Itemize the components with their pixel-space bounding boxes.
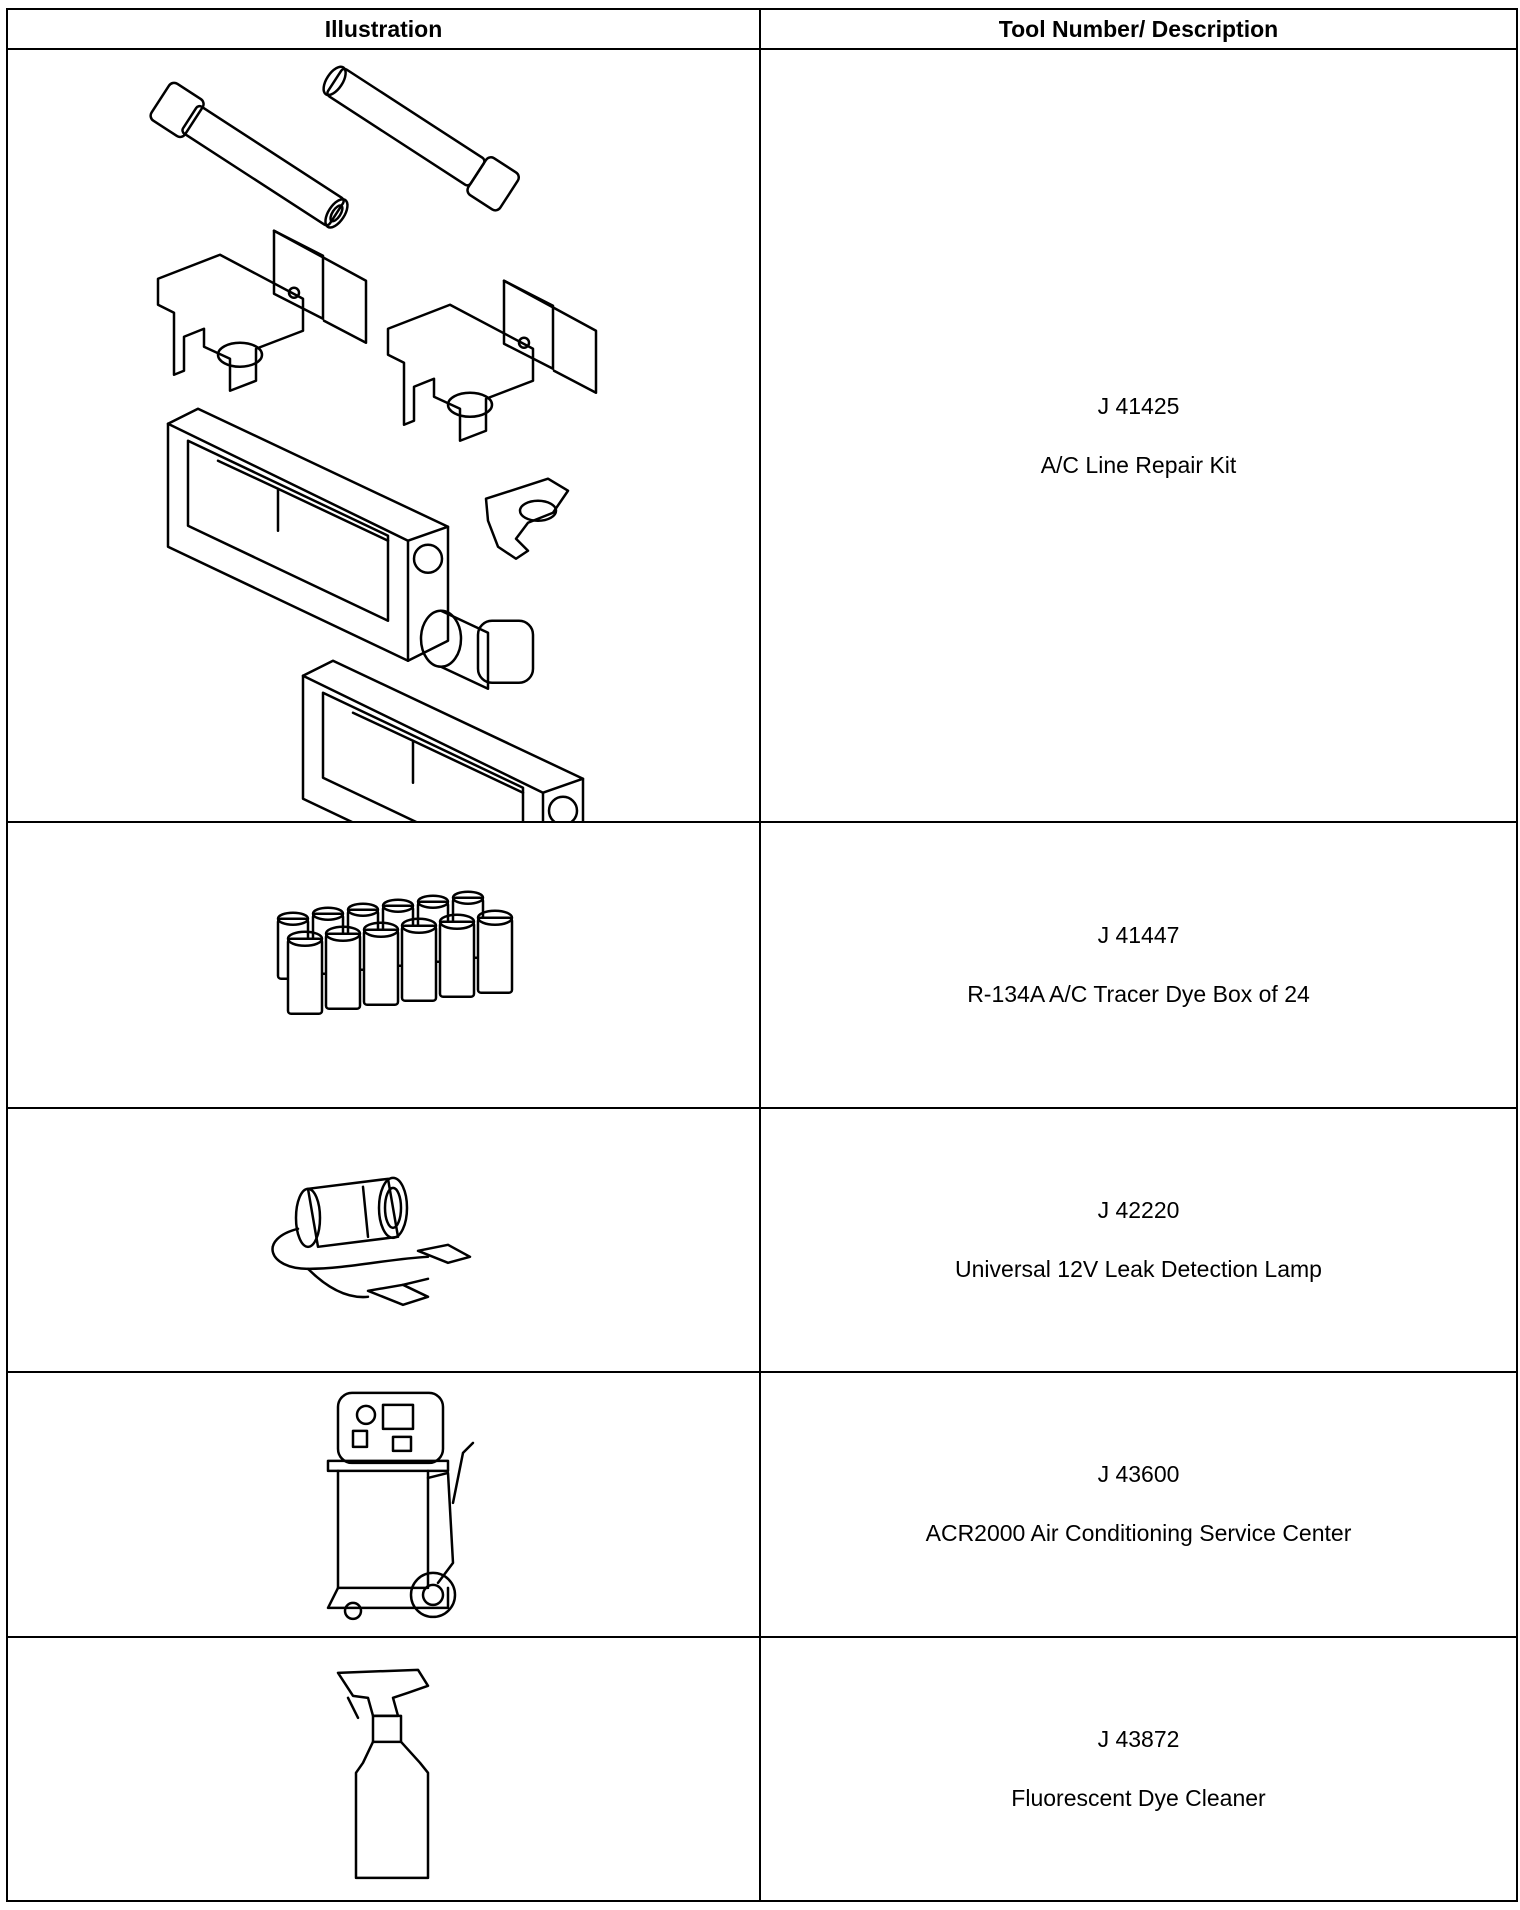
table-row: J 41425 A/C Line Repair Kit	[6, 47, 1518, 824]
tool-description-cell: J 42220 Universal 12V Leak Detection Lam…	[759, 1106, 1518, 1373]
table-row: J 42220 Universal 12V Leak Detection Lam…	[6, 1106, 1518, 1373]
tool-description: Universal 12V Leak Detection Lamp	[955, 1255, 1322, 1282]
tool-number: J 43600	[1097, 1461, 1180, 1488]
illustration-cell	[6, 821, 761, 1109]
illustration-cell	[6, 47, 761, 824]
table-header-row: Illustration Tool Number/ Description	[6, 8, 1518, 50]
tool-number: J 41447	[1097, 922, 1180, 949]
illustration-cell	[6, 1370, 761, 1639]
tool-number: J 42220	[1097, 1196, 1180, 1223]
tool-description-cell: J 43600 ACR2000 Air Conditioning Service…	[759, 1370, 1518, 1639]
tool-description: ACR2000 Air Conditioning Service Center	[925, 1520, 1352, 1547]
table-row: J 43872 Fluorescent Dye Cleaner	[6, 1636, 1518, 1902]
header-tool-description: Tool Number/ Description	[759, 8, 1518, 50]
special-tools-table: Illustration Tool Number/ Description	[6, 8, 1518, 1902]
header-illustration: Illustration	[6, 8, 761, 50]
ac-service-center-cart-illustration	[326, 1391, 475, 1620]
tool-description-cell: J 41425 A/C Line Repair Kit	[759, 47, 1518, 824]
table-row: J 43600 ACR2000 Air Conditioning Service…	[6, 1370, 1518, 1639]
tool-description: Fluorescent Dye Cleaner	[1011, 1785, 1266, 1812]
illustration-cell	[6, 1106, 761, 1373]
tracer-dye-bottles-illustration	[276, 890, 514, 1016]
tool-description: R-134A A/C Tracer Dye Box of 24	[967, 981, 1310, 1008]
spray-bottle-illustration	[336, 1668, 430, 1880]
tool-number: J 41425	[1097, 392, 1180, 419]
tool-description: A/C Line Repair Kit	[1040, 451, 1237, 478]
ac-line-repair-kit-illustration	[149, 65, 598, 822]
tool-description-cell: J 43872 Fluorescent Dye Cleaner	[759, 1636, 1518, 1902]
illustration-cell	[6, 1636, 761, 1902]
leak-detection-lamp-illustration	[271, 1176, 472, 1306]
table-row: J 41447 R-134A A/C Tracer Dye Box of 24	[6, 821, 1518, 1109]
tool-number: J 43872	[1097, 1726, 1180, 1753]
tool-description-cell: J 41447 R-134A A/C Tracer Dye Box of 24	[759, 821, 1518, 1109]
